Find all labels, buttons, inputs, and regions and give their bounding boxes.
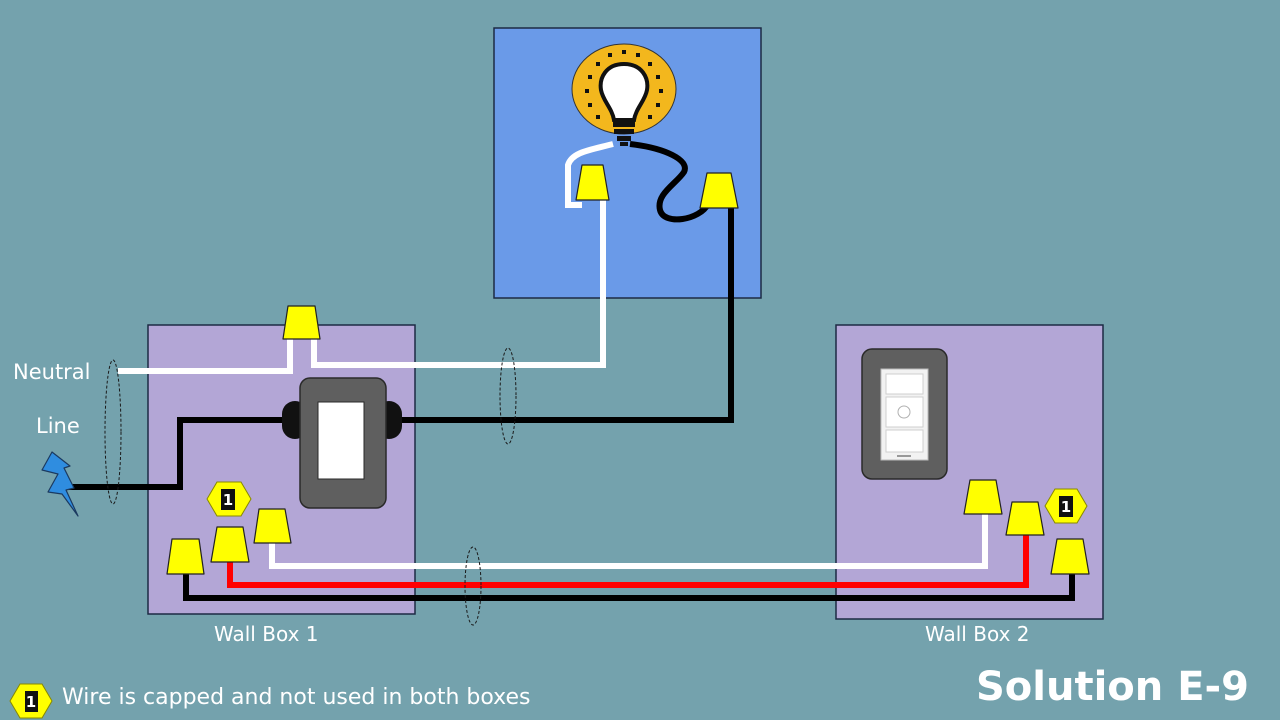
- pico-remote-icon: [861, 348, 948, 480]
- switched-hot-wire: [400, 205, 734, 423]
- wire-nut-box1-white: [253, 508, 292, 544]
- light-bulb-icon: [571, 43, 677, 146]
- wall-box-1-label: Wall Box 1: [214, 622, 319, 646]
- red-traveler-wire: [227, 535, 1029, 588]
- line-wire: [68, 417, 290, 490]
- cable-bundle-middle: [499, 347, 517, 445]
- cable-bundle-bottom: [464, 546, 482, 626]
- legend-text: Wire is capped and not used in both boxe…: [62, 685, 531, 710]
- line-label: Line: [36, 414, 80, 438]
- legend-marker-number: 1: [26, 693, 36, 711]
- neutral-label: Neutral: [13, 360, 91, 384]
- wire-nut-box1-neutral: [282, 305, 321, 340]
- wire-nut-fixture-neutral: [575, 164, 610, 201]
- legend-marker-icon: [9, 683, 53, 719]
- rocker-switch-icon: [282, 377, 402, 509]
- white-traveler-wire: [269, 514, 988, 569]
- capped-marker-box1-number: 1: [223, 491, 233, 509]
- capped-marker-box2-number: 1: [1061, 498, 1071, 516]
- capped-marker-box1: [206, 481, 252, 517]
- black-traveler-wire: [183, 574, 1075, 601]
- fixture-black-lead: [629, 141, 711, 223]
- capped-marker-box2: [1044, 488, 1088, 524]
- wall-box-2-label: Wall Box 2: [925, 622, 1030, 646]
- page-title: Solution E-9: [976, 664, 1249, 710]
- lightning-bolt-icon: [41, 451, 79, 517]
- neutral-wire-in: [118, 337, 293, 374]
- wire-nut-box1-black: [166, 538, 205, 575]
- wire-nut-box1-red: [210, 526, 250, 563]
- fixture-white-lead: [565, 141, 614, 208]
- wire-nut-box2-white: [963, 479, 1003, 515]
- cable-bundle-left: [104, 359, 122, 505]
- wire-nut-box2-black: [1050, 538, 1090, 575]
- wire-nut-box2-red: [1005, 501, 1045, 536]
- neutral-wire-to-fixture: [311, 200, 606, 368]
- wire-nut-fixture-hot: [699, 172, 739, 209]
